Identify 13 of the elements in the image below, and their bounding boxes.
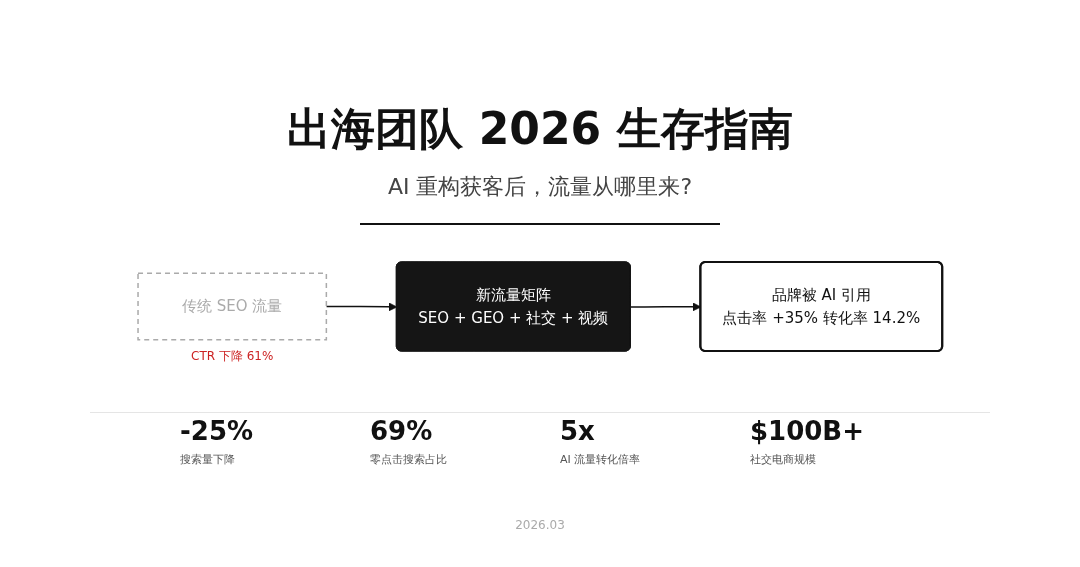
footer-date: 2026.03 bbox=[515, 518, 565, 532]
stat-caption: 零点击搜索占比 bbox=[370, 452, 447, 467]
subtitle: AI 重构获客后，流量从哪里来? bbox=[386, 173, 694, 201]
stat-caption: 搜索量下降 bbox=[180, 452, 235, 467]
stat-value: $100B+ bbox=[750, 416, 864, 446]
node-note: CTR 下降 61% bbox=[190, 348, 274, 363]
stat-value: 5x bbox=[560, 416, 595, 446]
title: 出海团队 2026 生存指南 bbox=[286, 102, 794, 156]
stat-caption: AI 流量转化倍率 bbox=[560, 452, 641, 467]
stat-value: -25% bbox=[180, 416, 254, 446]
stat-caption: 社交电商规模 bbox=[750, 452, 816, 467]
stat-value: 69% bbox=[370, 416, 433, 446]
node-box: 传统 SEO 流量 bbox=[137, 272, 327, 341]
